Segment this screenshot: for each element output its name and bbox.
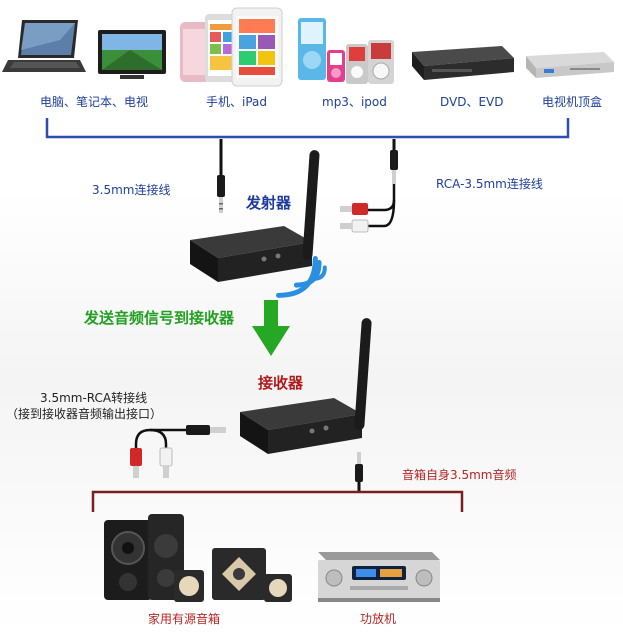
wifi-icon <box>276 256 327 298</box>
rca-cable-top <box>340 139 398 233</box>
mp3-label: mp3、ipod <box>322 95 387 109</box>
amp-label: 功放机 <box>360 612 397 626</box>
stb-label: 电视机顶盒 <box>542 95 603 109</box>
dvd-label: DVD、EVD <box>440 95 504 109</box>
adapter-label: 3.5mm-RCA转接线 <box>40 391 148 405</box>
phone-label: 手机、iPad <box>206 95 268 109</box>
dvd-icon <box>412 46 514 80</box>
speaker-plug-icon <box>355 452 363 492</box>
mm35-cable-label: 3.5mm连接线 <box>92 183 171 197</box>
adapter-note: （接到接收器音频输出接口） <box>6 407 163 421</box>
flow-arrow-icon <box>252 300 290 356</box>
speakers-label: 家用有源音箱 <box>148 612 221 626</box>
speakers-icon <box>104 514 292 602</box>
rca-adapter-cable <box>130 425 226 478</box>
tv-icon <box>98 30 166 79</box>
amplifier-icon <box>318 552 440 602</box>
mp3-icon <box>298 18 394 84</box>
mm35-plug-icon <box>217 139 225 213</box>
pc-label: 电脑、笔记本、电视 <box>40 95 149 109</box>
flow-label: 发送音频信号到接收器 <box>84 309 235 327</box>
receiver-device <box>240 318 372 454</box>
phone-icon <box>180 7 283 87</box>
source-bracket <box>45 118 570 139</box>
speaker-in-label: 音箱自身3.5mm音频 <box>402 468 517 482</box>
settop-box-icon <box>526 52 614 78</box>
output-bracket <box>91 490 464 512</box>
laptop-icon <box>2 20 86 72</box>
transmitter-label: 发射器 <box>246 194 292 212</box>
rca-cable-label: RCA-3.5mm连接线 <box>436 177 543 191</box>
receiver-label: 接收器 <box>258 374 304 392</box>
transmitter-device <box>190 150 320 282</box>
